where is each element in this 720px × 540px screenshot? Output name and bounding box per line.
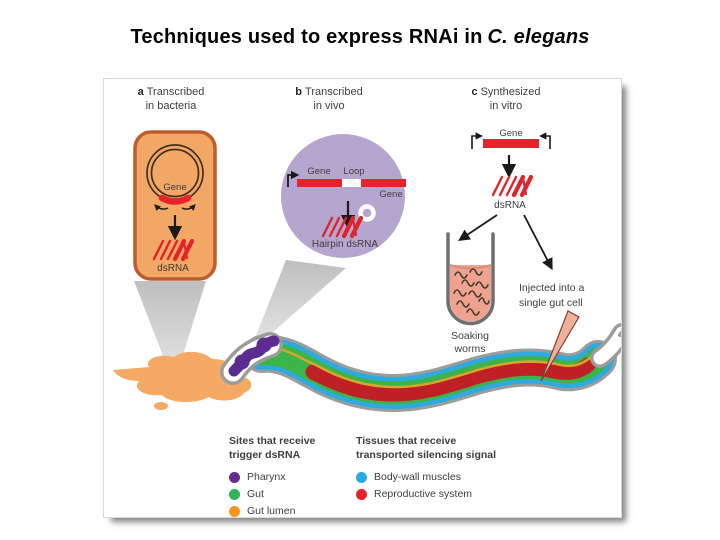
gene-label-c: Gene: [499, 128, 522, 139]
legend-sites: Sites that receive trigger dsRNA Pharynx…: [229, 435, 354, 522]
panel-a-title-line2: in bacteria: [145, 99, 197, 112]
hairpin-dsrna-label: Hairpin dsRNA: [312, 239, 378, 250]
zoom-funnel-b: [249, 260, 346, 353]
legend-item-gut-lumen: Gut lumen: [229, 505, 354, 517]
bacterium-cell: [133, 130, 217, 281]
pharynx-color-dot: [229, 471, 240, 483]
legend-tissues-header-line2: transported silencing signal: [356, 448, 497, 461]
dsrna-zigzag-icon-c: [493, 177, 531, 195]
legend-item-gut: Gut: [229, 488, 354, 500]
tube-liquid: [450, 265, 491, 322]
worm-pharynx: [228, 335, 280, 377]
panel-a-dsrna-label: dsRNA: [157, 263, 189, 274]
slide-title-species: C. elegans: [487, 26, 590, 48]
body-wall-muscles-color-dot: [356, 471, 367, 483]
gene-bar-2: [361, 179, 406, 187]
legend-item-reproductive-system: Reproductive system: [356, 488, 566, 500]
worm-gut-lumen-line: [264, 347, 599, 389]
zoom-funnel-a: [134, 281, 206, 384]
panel-c-letter: c: [471, 86, 478, 98]
panel-b-title-line1: Transcribed: [305, 86, 363, 98]
hairpin-loop-icon: [358, 204, 376, 222]
gut-lumen-color-dot: [229, 505, 240, 517]
rnai-diagram-art: Gene dsRNA Gene Loop Gene Hairpin dsRNA: [113, 128, 621, 413]
plasmid-gene-label: Gene: [163, 182, 186, 193]
panel-b-letter: b: [295, 86, 303, 98]
tube-liquid-surface: [449, 264, 492, 270]
loop-gap: [342, 179, 361, 187]
worm-body: [220, 323, 621, 413]
panel-c-title-line2: in vitro: [489, 99, 523, 112]
legend-item-label: Body-wall muscles: [374, 471, 461, 483]
reproductive-system-color-dot: [356, 488, 367, 500]
slide-title-text: Techniques used to express RNAi in: [130, 26, 483, 48]
soaking-tube: Soaking worms: [446, 232, 495, 355]
panel-a-letter: a: [137, 86, 144, 98]
transcription-arrow-left: [154, 204, 169, 212]
injection-art: Injected into a single gut cell: [519, 282, 585, 382]
panel-c-dsrna-label: dsRNA: [494, 200, 526, 211]
injected-label-line2: single gut cell: [519, 297, 583, 309]
gene-bar-1: [297, 179, 342, 187]
legend-item-label: Gut: [247, 488, 264, 500]
gut-color-dot: [229, 488, 240, 500]
plasmid-gene-insert: [158, 194, 192, 205]
panel-a-title-line1: Transcribed: [146, 86, 205, 98]
panel-c-art: Gene dsRNA: [458, 128, 553, 271]
legend-sites-header-line1: Sites that receive: [229, 435, 316, 447]
promoter-arrow: [287, 170, 300, 187]
soaking-worm-squiggles: [453, 268, 490, 316]
arrow-to-injection: [523, 214, 553, 271]
legend-tissues: Tissues that receive transported silenci…: [356, 435, 566, 505]
worm-reproductive-system: [305, 357, 596, 402]
legend-item-label: Pharynx: [247, 471, 286, 483]
invivo-cell-circle: [281, 134, 405, 258]
legend-sites-header-line2: trigger dsRNA: [229, 448, 301, 461]
arrow-to-soaking-tube: [458, 214, 498, 241]
panel-c-title-line1: Synthesized: [480, 86, 541, 98]
gene-label-1: Gene: [307, 166, 330, 177]
t7-promoter-right: [539, 132, 551, 149]
bacterial-lawn-droplet: [154, 402, 168, 410]
panel-b-title-line2: in vivo: [313, 99, 345, 112]
soaking-label-line1: Soaking: [451, 330, 489, 342]
soaking-label-line2: worms: [454, 343, 486, 355]
legend-item-label: Reproductive system: [374, 488, 473, 500]
legend-item-label: Gut lumen: [247, 505, 296, 517]
figure-panel: Gene dsRNA Gene Loop Gene Hairpin dsRNA: [103, 78, 622, 518]
injection-needle: [540, 310, 580, 382]
panel-b-art: Gene Loop Gene Hairpin dsRNA: [281, 134, 406, 258]
injected-label-line1: Injected into a: [519, 282, 585, 294]
legend-item-pharynx: Pharynx: [229, 471, 354, 483]
legend-tissues-header-line1: Tissues that receive: [356, 435, 457, 447]
t7-promoter-left: [471, 132, 483, 149]
loop-label: Loop: [343, 166, 364, 177]
bacterial-lawn-blob: [113, 351, 252, 403]
gene-label-2: Gene: [379, 189, 402, 200]
gene-bar-c: [483, 139, 539, 148]
panel-a-art: Gene dsRNA: [133, 130, 217, 281]
transcription-arrow-right: [181, 204, 196, 212]
legend-item-body-wall-muscles: Body-wall muscles: [356, 471, 566, 483]
plasmid-inner-ring: [150, 148, 200, 198]
tube-glass-outline: [446, 232, 495, 326]
